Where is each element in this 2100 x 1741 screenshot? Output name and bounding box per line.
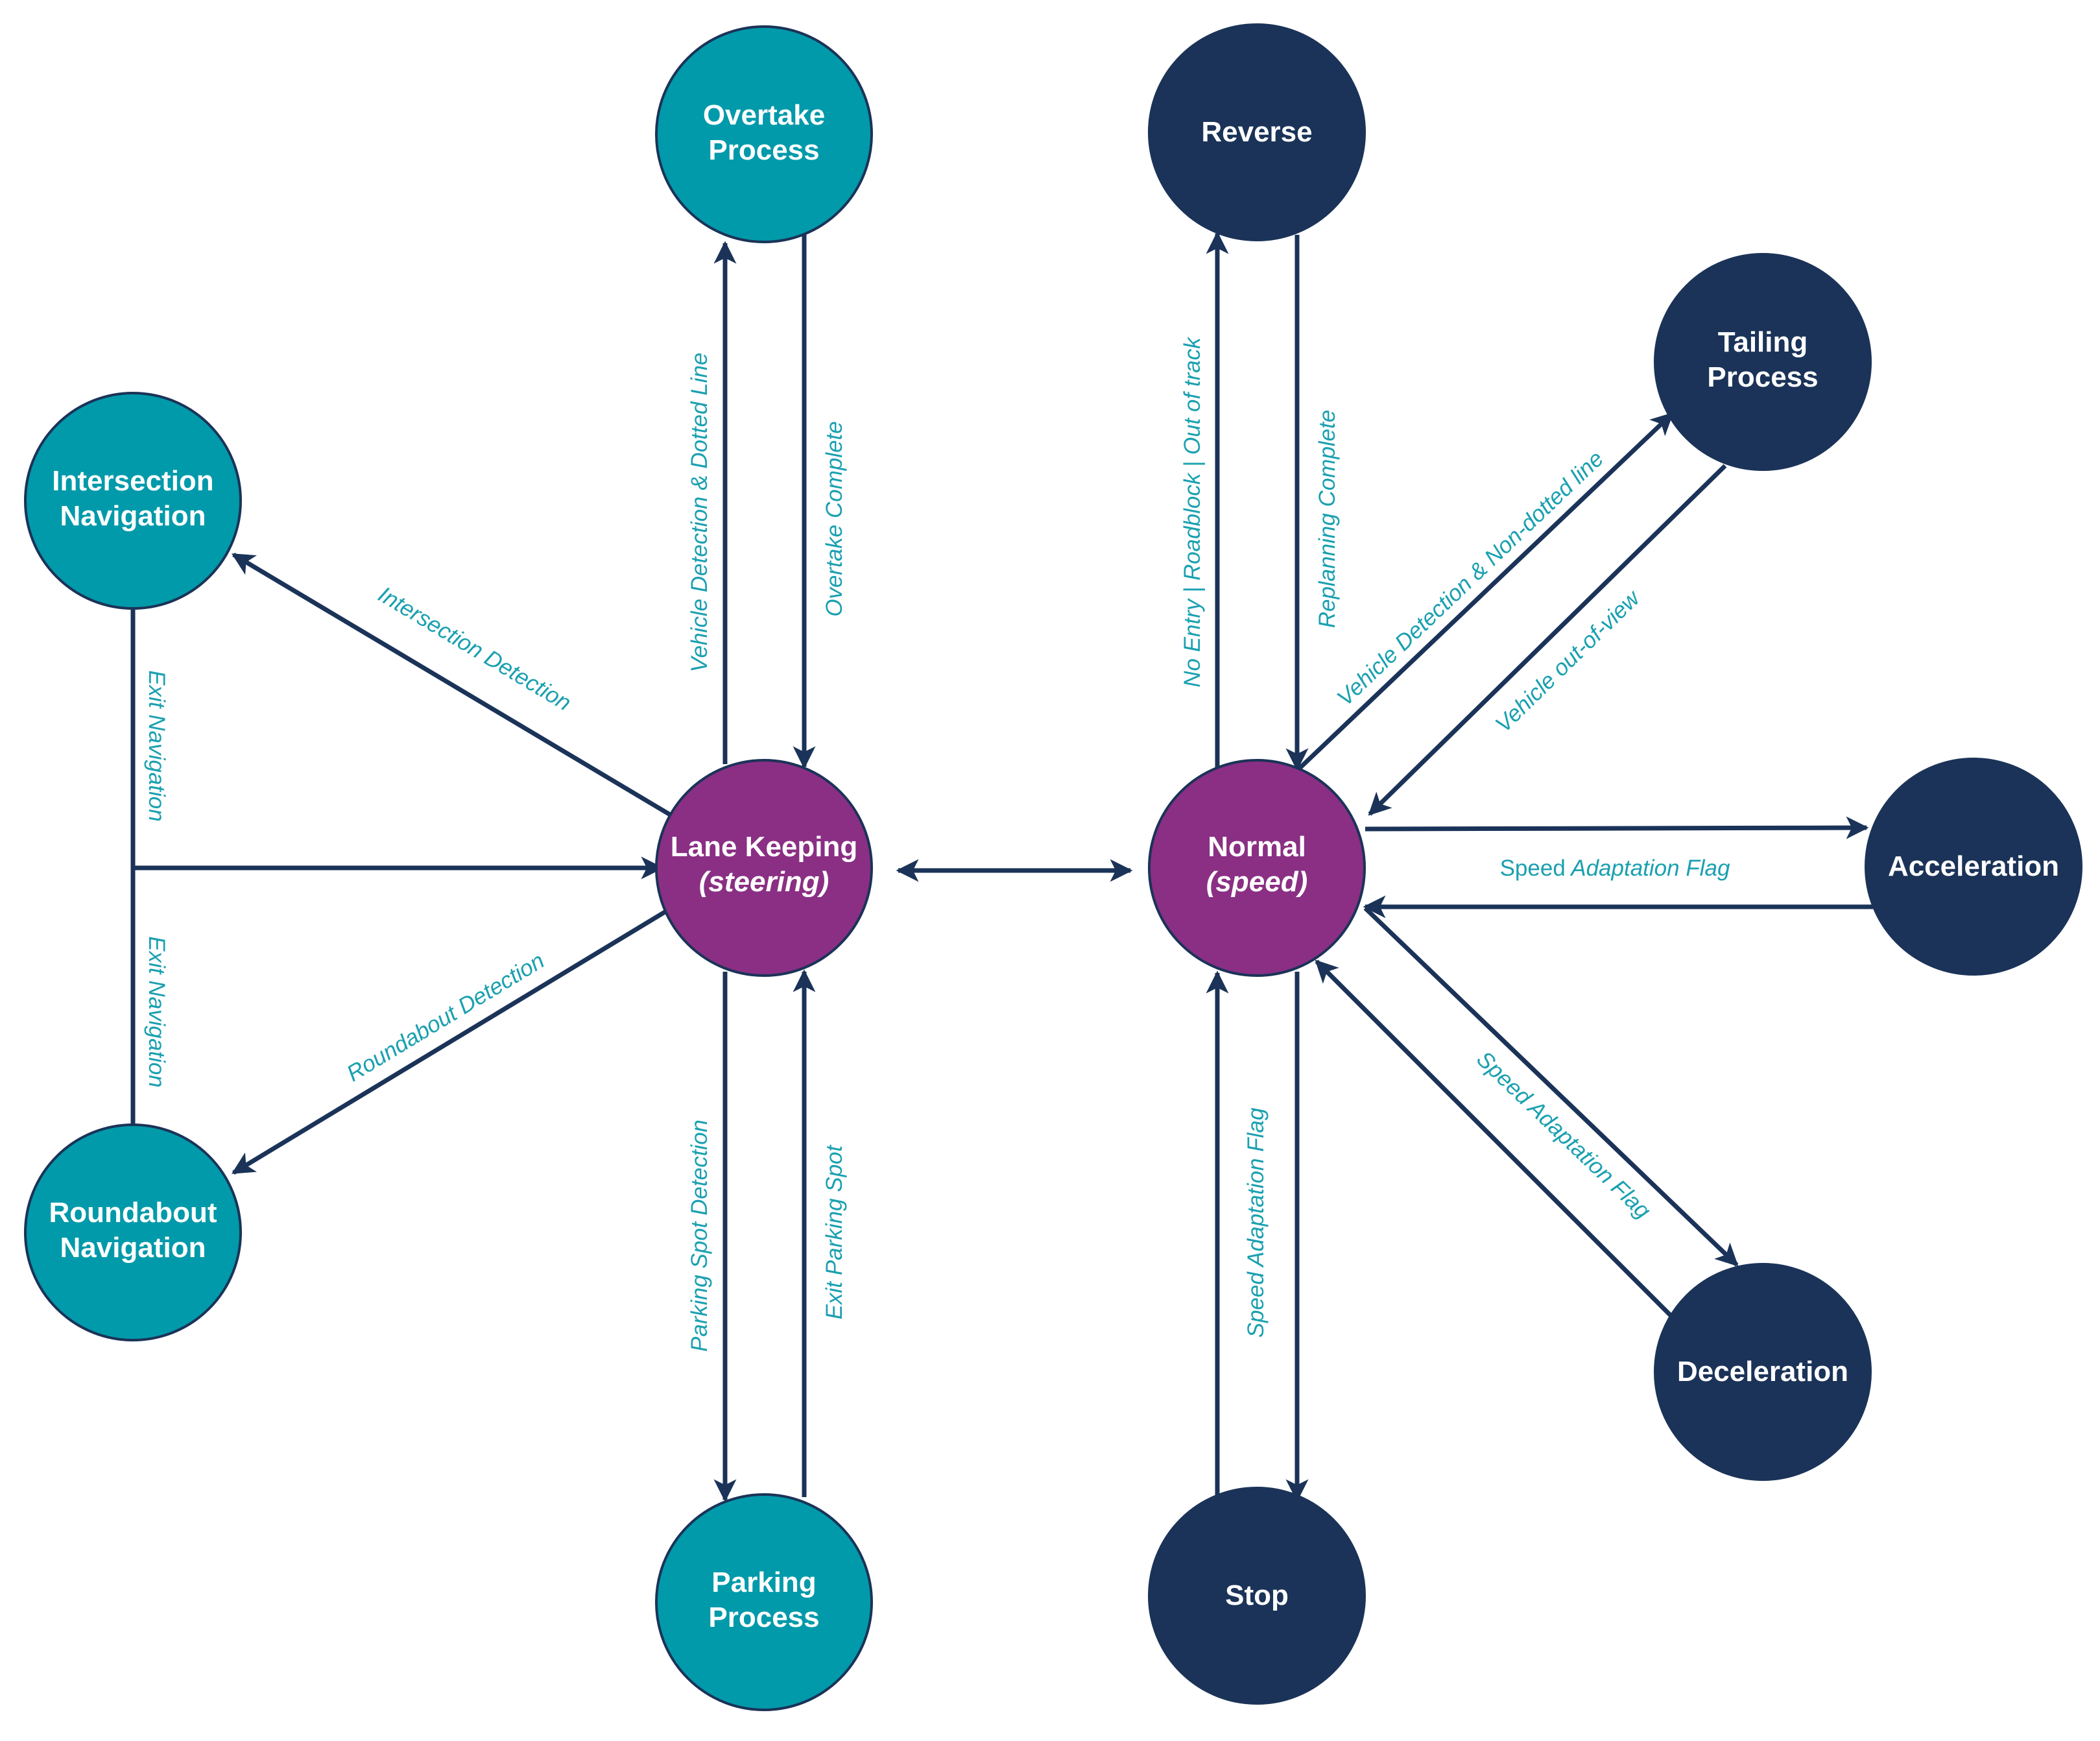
node-roundabout-navigation: Roundabout Navigation: [24, 1123, 242, 1341]
label-vehicle-out-of-view: Vehicle out-of-view: [1490, 584, 1646, 738]
label-exit-navigation-top: Exit Navigation: [144, 670, 169, 821]
edge-lanekeeping-to-intersection: [231, 552, 676, 820]
node-overtake-process: Overtake Process: [655, 25, 873, 243]
node-reverse-line1: Reverse: [1201, 116, 1312, 148]
node-acceleration: Acceleration: [1865, 758, 2082, 976]
node-deceleration: Deceleration: [1654, 1263, 1872, 1481]
node-roundabout-line2: Navigation: [60, 1232, 206, 1264]
node-lane-keeping: Lane Keeping (steering): [655, 759, 873, 977]
node-parking-line2: Process: [708, 1602, 819, 1633]
node-normal-line2: (speed): [1206, 866, 1307, 898]
label-parking-spot-detection: Parking Spot Detection: [687, 1120, 712, 1352]
label-roundabout-detection: Roundabout Detection: [342, 948, 549, 1087]
edge-normal-to-deceleration: [1363, 906, 1739, 1267]
label-exit-parking-spot: Exit Parking Spot: [822, 1144, 847, 1319]
node-tailing-line1: Tailing: [1718, 326, 1808, 358]
edge-normal-to-acceleration: [1365, 816, 1869, 839]
label-speed-adaptation-stop: Speed Adaptation Flag: [1243, 1107, 1269, 1338]
node-tailing-line2: Process: [1707, 361, 1818, 393]
node-acceleration-line1: Acceleration: [1888, 850, 2059, 882]
label-replanning-complete: Replanning Complete: [1315, 410, 1340, 629]
node-deceleration-line1: Deceleration: [1677, 1356, 1848, 1387]
node-roundabout-line1: Roundabout: [49, 1197, 217, 1229]
node-overtake-line1: Overtake: [703, 99, 825, 131]
node-parking-process: Parking Process: [655, 1493, 873, 1711]
node-stop: Stop: [1148, 1487, 1366, 1705]
node-lane-keeping-line2: (steering): [699, 866, 829, 898]
node-lane-keeping-line1: Lane Keeping: [671, 831, 858, 863]
label-no-entry-roadblock: No Entry | Roadblock | Out of track: [1180, 337, 1205, 688]
node-overtake-line2: Process: [708, 134, 819, 166]
label-vehicle-detection-dotted: Vehicle Detection & Dotted Line: [687, 353, 712, 673]
label-overtake-complete: Overtake Complete: [822, 421, 847, 617]
edge-deceleration-to-normal: [1315, 959, 1674, 1319]
label-exit-navigation-bottom: Exit Navigation: [144, 936, 169, 1087]
node-normal-line1: Normal: [1208, 831, 1306, 863]
node-intersection-line1: Intersection: [52, 465, 213, 497]
label-speed-adaptation-decel: Speed Adaptation Flag: [1472, 1046, 1656, 1224]
label-speed-adaptation-accel: Speed Adaptation Flag: [1500, 856, 1730, 881]
node-intersection-navigation: Intersection Navigation: [24, 392, 242, 610]
node-stop-line1: Stop: [1225, 1579, 1289, 1611]
node-parking-line1: Parking: [711, 1567, 816, 1598]
edge-lanekeeping-to-roundabout: [232, 906, 673, 1175]
node-tailing-process: Tailing Process: [1654, 253, 1872, 471]
edge-tailing-to-normal: [1368, 464, 1727, 816]
edge-normal-to-tailing: [1295, 412, 1674, 773]
node-normal: Normal (speed): [1148, 759, 1366, 977]
node-intersection-line2: Navigation: [60, 500, 206, 532]
node-reverse: Reverse: [1148, 23, 1366, 241]
